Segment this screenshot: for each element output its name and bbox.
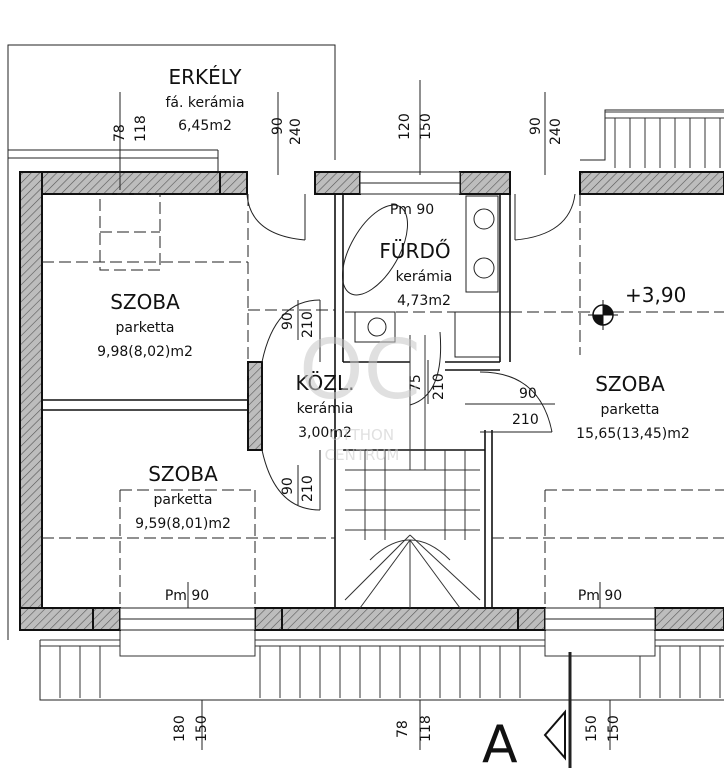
level-text: +3,90 xyxy=(625,283,686,307)
room-floor-szoba1: parketta xyxy=(115,320,174,336)
dim-door-kozl-a: 75 xyxy=(408,374,424,392)
room-area-erkely: 6,45m2 xyxy=(178,118,232,134)
sink-icon xyxy=(473,208,495,230)
dim-door-s3-b: 210 xyxy=(300,475,316,502)
watermark-logo: OC xyxy=(299,323,421,418)
dim-top-4a: 90 xyxy=(528,117,544,135)
watermark: OC OTTHON CENTRUM xyxy=(299,323,421,464)
dim-top-1b: 118 xyxy=(133,115,149,142)
room-name-kozl: KÖZL. xyxy=(296,371,355,395)
interior-walls xyxy=(42,194,511,608)
dim-door-s2-a: 90 xyxy=(519,386,537,402)
pm-label-left: Pm 90 xyxy=(165,588,209,604)
bathroom-fixtures xyxy=(99,193,501,358)
room-area-kozl: 3,00m2 xyxy=(298,425,352,441)
section-label: A xyxy=(482,715,518,768)
sink-icon xyxy=(473,257,495,279)
room-area-furdo: 4,73m2 xyxy=(397,293,451,309)
dim-door-furdo-a: 90 xyxy=(280,312,296,330)
sink-counter xyxy=(465,195,499,293)
shower-tray xyxy=(454,311,501,358)
room-floor-szoba2: parketta xyxy=(600,402,659,418)
dim-bot-1a: 180 xyxy=(172,715,188,742)
room-area-szoba2: 15,65(13,45)m2 xyxy=(576,426,690,442)
room-name-szoba1: SZOBA xyxy=(110,290,180,314)
dim-top-4b: 240 xyxy=(548,118,564,145)
room-name-szoba3: SZOBA xyxy=(148,462,218,486)
doors xyxy=(246,193,576,511)
room-floor-szoba3: parketta xyxy=(153,492,212,508)
section-marker: A xyxy=(482,709,566,768)
dim-bot-3b: 150 xyxy=(606,715,622,742)
dim-door-s2-b: 210 xyxy=(512,412,539,428)
bottom-railing xyxy=(40,629,724,698)
dim-top-1a: 78 xyxy=(112,124,128,142)
dim-door-furdo-b: 210 xyxy=(300,311,316,338)
dim-bot-2b: 118 xyxy=(418,715,434,742)
bathtub-icon xyxy=(341,204,409,296)
section-arrow-icon xyxy=(543,709,566,761)
windows xyxy=(119,171,656,631)
watermark-line2: CENTRUM xyxy=(325,446,400,464)
watermark-line1: OTTHON xyxy=(330,426,394,444)
dim-door-s3-a: 90 xyxy=(280,477,296,495)
dim-top-2a: 90 xyxy=(270,117,286,135)
room-area-szoba3: 9,59(8,01)m2 xyxy=(135,516,231,532)
dim-bot-2a: 78 xyxy=(395,720,411,738)
room-name-furdo: FÜRDŐ xyxy=(379,239,450,263)
staircase xyxy=(344,335,481,609)
dim-top-2b: 240 xyxy=(288,118,304,145)
level-marker: +3,90 xyxy=(588,283,686,330)
toilet-icon xyxy=(354,311,396,343)
roof-outline xyxy=(7,44,724,701)
dim-top-3b: 150 xyxy=(418,113,434,140)
dim-bot-1b: 150 xyxy=(194,715,210,742)
room-floor-kozl: kerámia xyxy=(297,401,354,417)
room-name-szoba2: SZOBA xyxy=(595,372,665,396)
dim-door-kozl-b: 210 xyxy=(431,373,447,400)
dim-bot-3a: 150 xyxy=(584,715,600,742)
room-floor-erkely: fá. kerámia xyxy=(165,95,244,111)
room-floor-furdo: kerámia xyxy=(396,269,453,285)
room-name-erkely: ERKÉLY xyxy=(169,65,243,89)
dimension-lines xyxy=(119,80,611,768)
dim-top-3a: 120 xyxy=(397,113,413,140)
balcony-railing-right xyxy=(605,111,724,168)
room-area-szoba1: 9,98(8,02)m2 xyxy=(97,344,193,360)
pm-label-furdo: Pm 90 xyxy=(390,202,434,218)
